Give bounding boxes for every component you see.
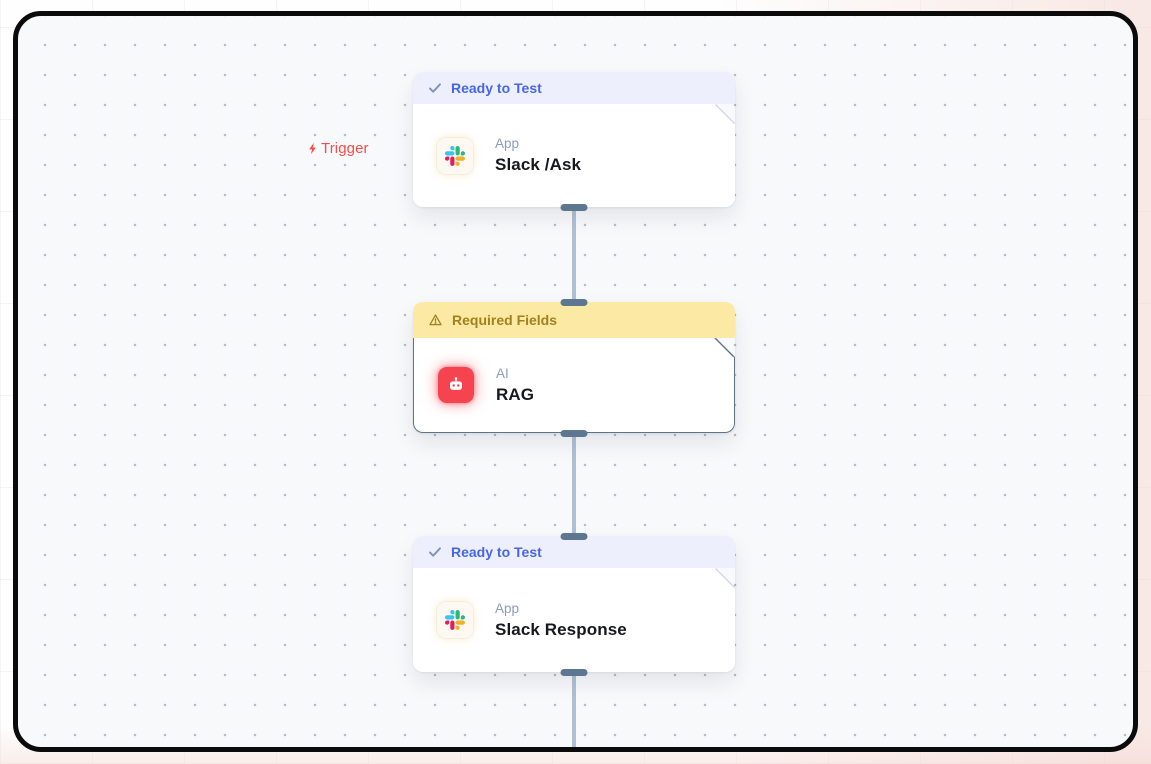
node-title: Slack Response <box>495 619 627 639</box>
slack-icon <box>437 138 473 174</box>
checkmark-icon <box>428 82 442 94</box>
node-title: RAG <box>496 384 535 404</box>
workflow-node-slack-ask[interactable]: Ready to Test App Slack /Ask <box>413 72 735 211</box>
corner-fold <box>714 337 734 357</box>
node-status-label: Required Fields <box>452 312 558 328</box>
node-status-label: Ready to Test <box>451 80 542 96</box>
node-status-banner: Ready to Test <box>413 536 735 568</box>
checkmark-icon <box>428 546 442 558</box>
connector-edge <box>572 433 576 536</box>
robot-icon <box>438 367 474 403</box>
corner-fold <box>715 103 735 123</box>
connector-edge <box>572 207 576 302</box>
workflow-node-slack-response[interactable]: Ready to Test App Slack Response <box>413 532 735 676</box>
connector-edge <box>572 672 576 747</box>
node-status-banner: Ready to Test <box>413 72 735 104</box>
workflow-node-rag[interactable]: Required Fields AI RAG <box>413 298 735 437</box>
node-category: App <box>495 600 520 616</box>
corner-fold <box>715 567 735 587</box>
connector-handle-top[interactable] <box>560 298 588 306</box>
connector-handle-top[interactable] <box>560 532 588 540</box>
node-body: App Slack Response <box>413 568 735 672</box>
trigger-badge: Trigger <box>306 140 369 157</box>
node-category: AI <box>496 365 509 381</box>
node-body: App Slack /Ask <box>413 104 735 207</box>
node-category: App <box>495 136 520 151</box>
warning-triangle-icon <box>428 313 443 327</box>
workflow-flow: Ready to Test App Slack /Ask <box>413 72 735 747</box>
lightning-bolt-icon <box>306 141 320 156</box>
workflow-canvas[interactable]: Trigger Ready to Test <box>13 11 1138 752</box>
trigger-badge-label: Trigger <box>321 140 369 157</box>
slack-icon <box>437 602 473 638</box>
node-status-label: Ready to Test <box>451 544 542 560</box>
connector-handle-bottom[interactable] <box>560 429 588 437</box>
connector-handle-bottom[interactable] <box>560 668 588 676</box>
connector-handle-bottom[interactable] <box>560 203 588 211</box>
node-status-banner: Required Fields <box>413 302 735 338</box>
node-body: AI RAG <box>413 338 735 433</box>
node-title: Slack /Ask <box>495 155 582 174</box>
